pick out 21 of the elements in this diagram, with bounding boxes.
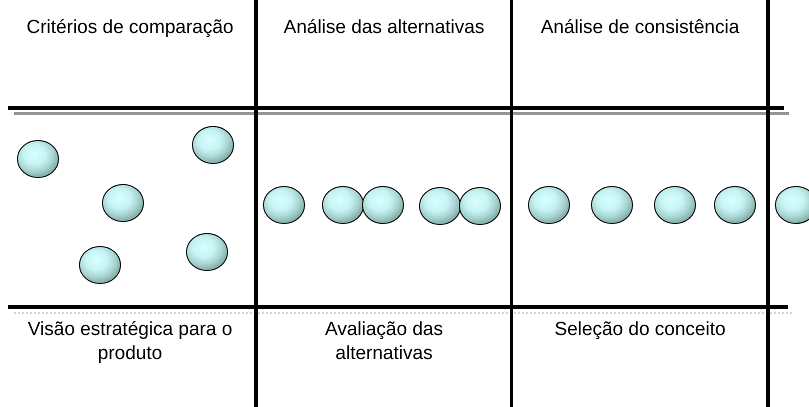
bubble [322,186,364,224]
bubble [528,186,570,224]
bubble [654,186,696,224]
bubble [419,187,461,225]
bubble [17,140,59,178]
bubble [714,186,756,224]
bubble [459,187,501,225]
bubble [79,246,121,284]
bubble [102,184,144,222]
column-heading: Critérios de comparação [26,16,234,40]
column-heading: Análise das alternativas [282,16,486,40]
column-heading: Avaliação das alternativas [324,318,444,366]
column-heading: Seleção do conceito [553,318,727,342]
bubble [192,126,234,164]
bubble [362,186,404,224]
column-heading: Análise de consistência [540,16,740,40]
column-heading: Visão estratégica para o produto [26,318,234,366]
bubble [775,186,809,224]
bubble [263,186,305,224]
bubble [591,186,633,224]
bubble [186,233,228,271]
